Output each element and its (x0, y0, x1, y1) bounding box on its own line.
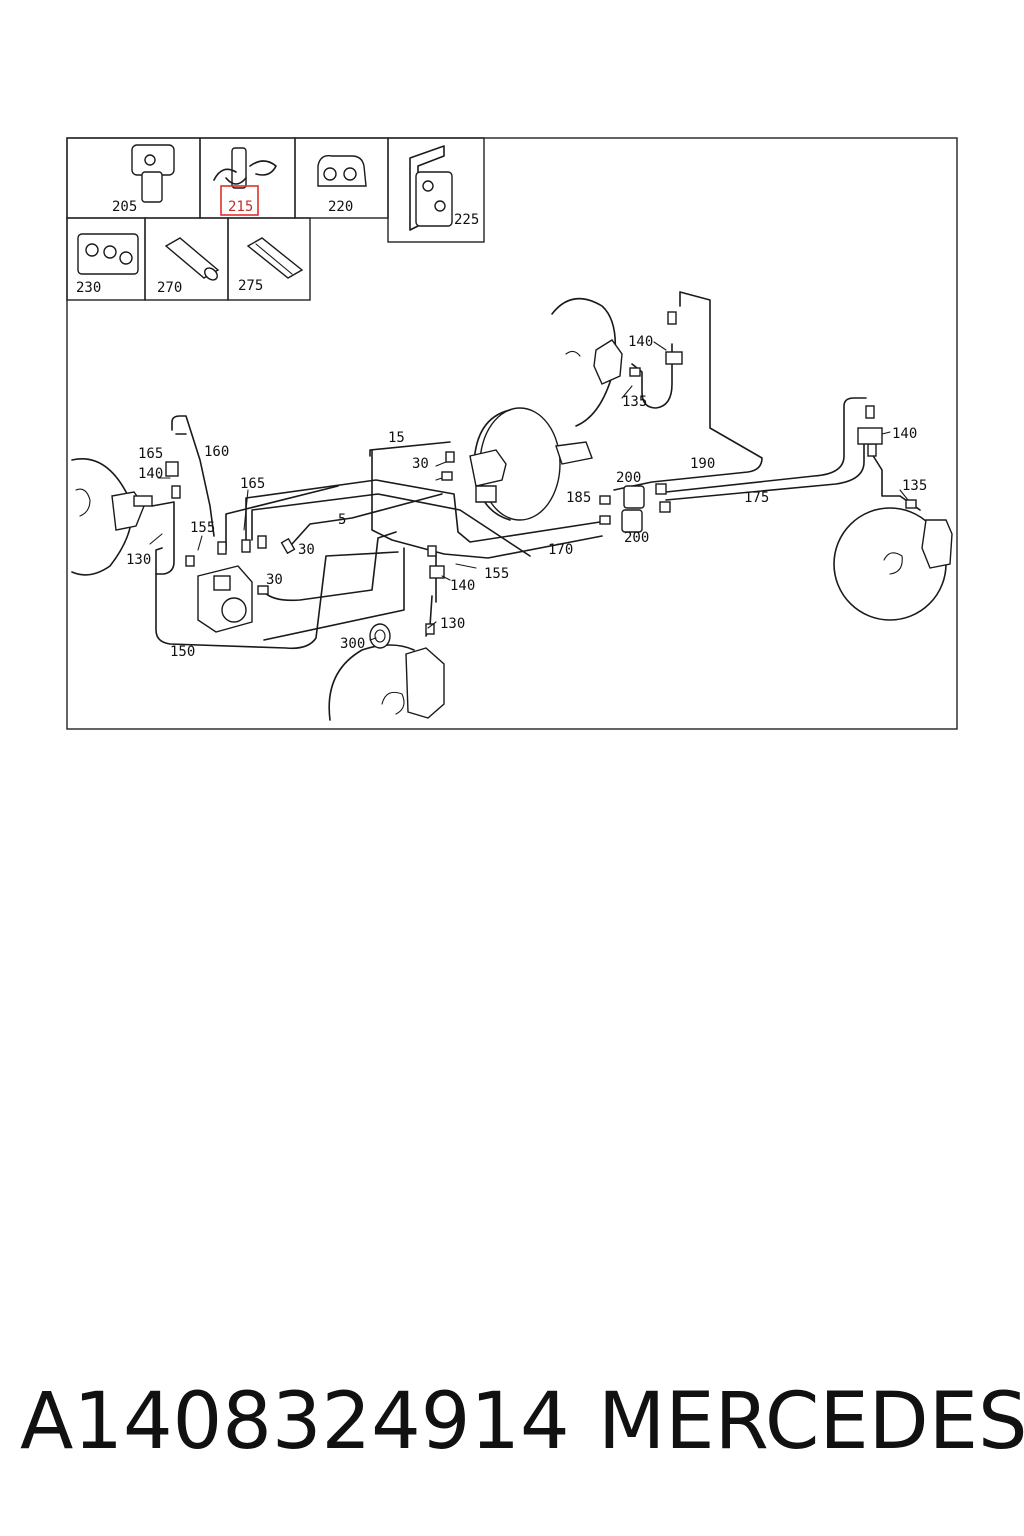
leader-lines (149, 341, 909, 641)
front-right-disc (328, 644, 445, 721)
thumbnail-label: 205 (112, 199, 137, 215)
callout-30: 30 (266, 572, 283, 588)
brake-booster (469, 407, 593, 521)
thumbnail-270[interactable]: 270 (157, 237, 220, 296)
callout-300: 300 (340, 636, 365, 652)
brake-line-diagram: 205 215 220 225 (66, 137, 958, 730)
thumbnail-225[interactable]: 225 (409, 145, 479, 231)
thumbnail-label: 215 (228, 199, 253, 215)
callout-30: 30 (412, 456, 429, 472)
callout-160: 160 (204, 444, 229, 460)
rear-upper-disc (551, 297, 623, 427)
callout-200: 200 (624, 530, 649, 546)
part-300-sensor-ring (369, 623, 391, 649)
callout-140: 140 (450, 578, 475, 594)
callout-155: 155 (190, 520, 215, 536)
clip-205-icon (131, 144, 175, 203)
callout-200: 200 (616, 470, 641, 486)
thumbnail-label: 270 (157, 280, 182, 296)
thumbnail-label: 220 (328, 199, 353, 215)
callout-5: 5 (338, 512, 346, 528)
callout-185: 185 (566, 490, 591, 506)
sleeve-275-icon (246, 237, 304, 279)
callout-130: 130 (440, 616, 465, 632)
part-number: A1408324914 (20, 1377, 570, 1467)
hydraulic-unit (197, 565, 253, 633)
sleeve-270-icon (164, 237, 220, 281)
callout-15: 15 (388, 430, 405, 446)
thumbnail-205[interactable]: 205 (112, 144, 175, 215)
thumbnail-label: 275 (238, 278, 263, 294)
thumbnail-grid (66, 137, 485, 301)
diagram-frame (66, 137, 958, 730)
clip-215-icon (213, 147, 277, 189)
callout-165: 165 (138, 446, 163, 462)
callout-150: 150 (170, 644, 195, 660)
thumbnail-label: 225 (454, 212, 479, 228)
callout-30: 30 (298, 542, 315, 558)
brand-name: MERCEDES (598, 1377, 1024, 1467)
thumbnail-220[interactable]: 220 (317, 155, 367, 215)
rear-right-disc (833, 507, 953, 621)
callout-175: 175 (744, 490, 769, 506)
callout-155: 155 (484, 566, 509, 582)
fittings (133, 311, 917, 635)
callouts: 5 15 30 30 30 130 130 135 135 140 140 14… (126, 334, 927, 660)
callout-140: 140 (138, 466, 163, 482)
callout-140: 140 (628, 334, 653, 350)
clip-220-icon (317, 155, 367, 187)
callout-170: 170 (548, 542, 573, 558)
callout-135: 135 (622, 394, 647, 410)
clip-230-icon (77, 233, 139, 275)
thumbnail-275[interactable]: 275 (238, 237, 304, 294)
thumbnail-label: 230 (76, 280, 101, 296)
product-caption: A1408324914 MERCEDES (20, 1372, 1024, 1472)
callout-130: 130 (126, 552, 151, 568)
callout-190: 190 (690, 456, 715, 472)
clip-225-icon (409, 145, 453, 231)
callout-135: 135 (902, 478, 927, 494)
highlight-box (220, 185, 259, 216)
callout-140: 140 (892, 426, 917, 442)
callout-165: 165 (240, 476, 265, 492)
thumbnail-230[interactable]: 230 (76, 233, 139, 296)
thumbnail-215[interactable]: 215 (213, 147, 277, 216)
